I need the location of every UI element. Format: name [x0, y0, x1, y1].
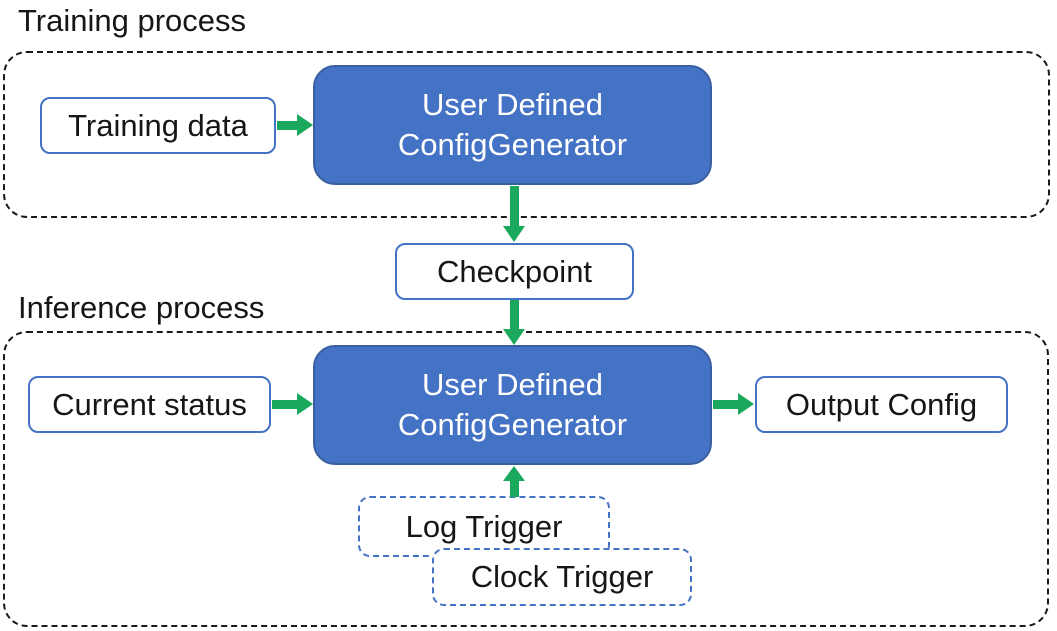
inference-process-container	[3, 331, 1049, 627]
inference-process-label: Inference process	[18, 290, 265, 325]
arrow-head-icon	[503, 226, 525, 242]
node-training-data-label: Training data	[68, 107, 248, 143]
arrow-head-icon	[297, 393, 313, 415]
node-clock-trigger: Clock Trigger	[432, 548, 692, 606]
node-config-generator-inference-line2: ConfigGenerator	[397, 407, 628, 442]
arrow-shaft	[272, 399, 297, 409]
arrow-head-icon	[503, 466, 525, 481]
node-log-trigger: Log Trigger	[358, 496, 610, 557]
arrow-shaft	[509, 186, 519, 226]
training-process-container	[3, 51, 1050, 218]
arrow-generator-to-checkpoint	[503, 186, 525, 242]
node-checkpoint: Checkpoint	[395, 243, 634, 300]
node-checkpoint-label: Checkpoint	[436, 253, 593, 289]
arrow-shaft	[713, 399, 738, 409]
arrow-head-icon	[738, 393, 754, 415]
arrow-shaft	[509, 300, 519, 329]
arrow-checkpoint-to-generator	[503, 300, 525, 345]
node-current-status-label: Current status	[52, 386, 247, 422]
node-log-trigger-label: Log Trigger	[405, 508, 563, 544]
arrow-training-data-to-generator	[277, 114, 313, 136]
arrow-triggers-to-generator	[503, 466, 525, 497]
arrow-current-status-to-generator	[272, 393, 313, 415]
node-config-generator-training: User Defined ConfigGenerator	[313, 65, 712, 185]
node-config-generator-inference-line1: User Defined	[422, 367, 603, 402]
node-config-generator-inference: User Defined ConfigGenerator	[313, 345, 712, 465]
arrow-shaft	[509, 481, 519, 497]
arrow-head-icon	[503, 329, 525, 345]
node-config-generator-training-line2: ConfigGenerator	[397, 127, 628, 162]
arrow-generator-to-output-config	[713, 393, 754, 415]
training-process-label: Training process	[18, 3, 247, 38]
arrow-head-icon	[297, 114, 313, 136]
node-output-config-label: Output Config	[785, 386, 978, 422]
node-training-data: Training data	[40, 97, 276, 154]
node-current-status: Current status	[28, 376, 271, 433]
node-clock-trigger-label: Clock Trigger	[470, 559, 654, 594]
node-config-generator-training-line1: User Defined	[422, 87, 603, 122]
arrow-shaft	[277, 120, 297, 130]
node-output-config: Output Config	[755, 376, 1008, 433]
